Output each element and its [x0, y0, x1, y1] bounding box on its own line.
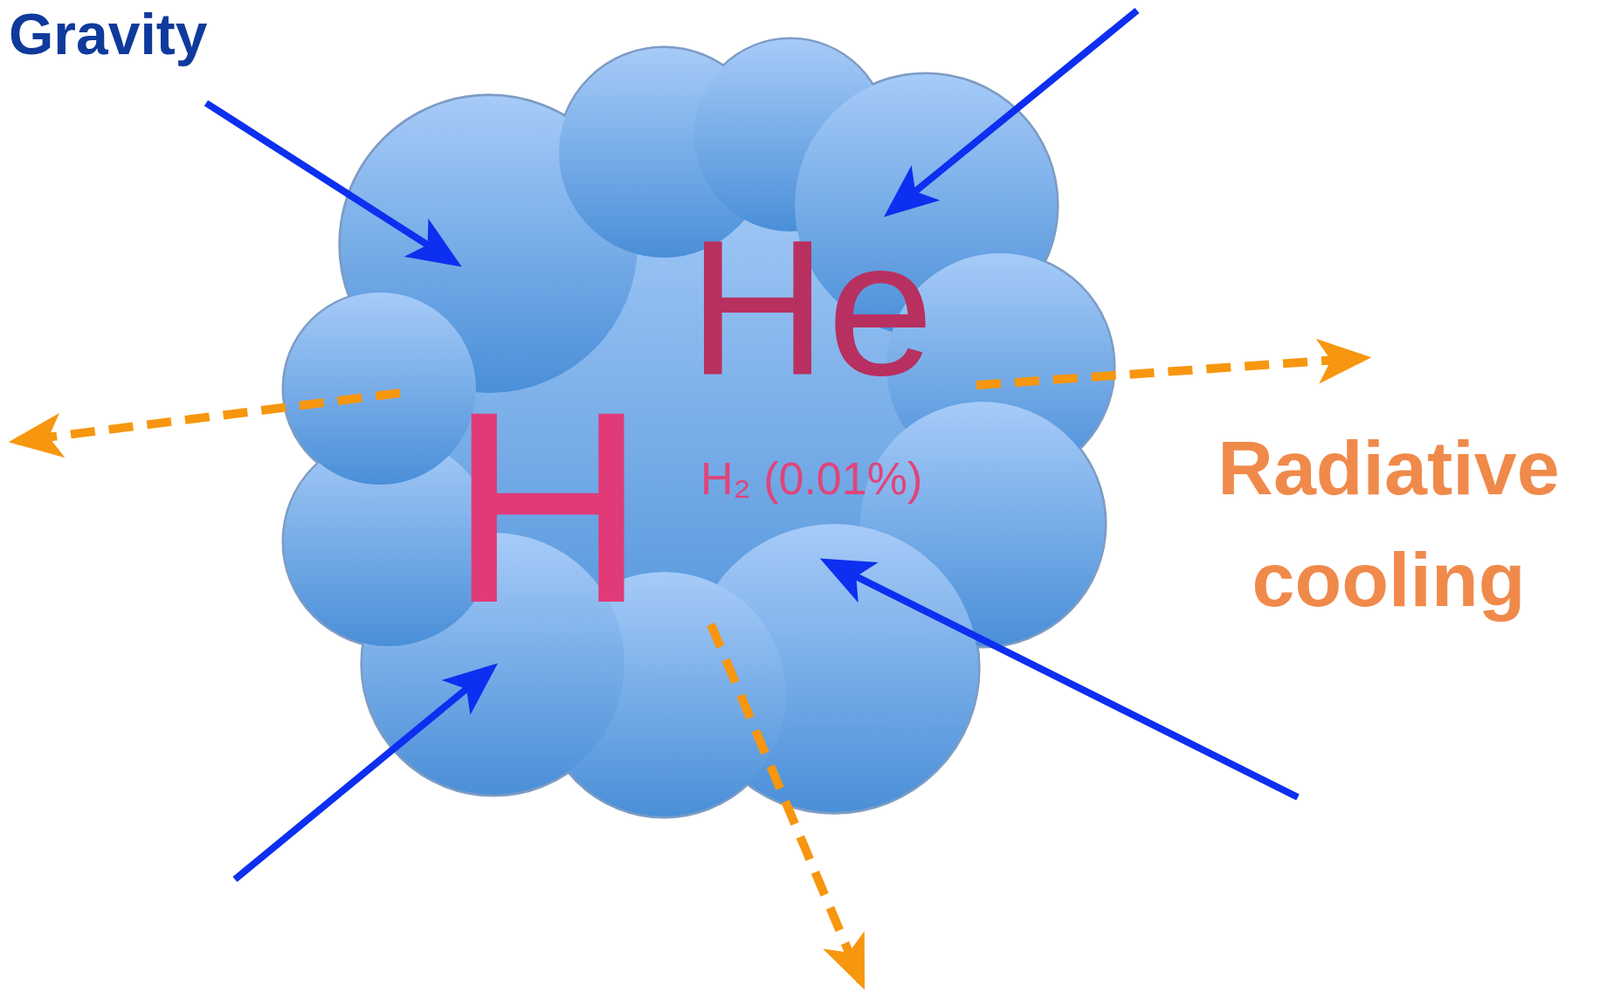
gas-cloud	[279, 34, 1118, 821]
molecule-fraction: H₂ (0.01%)	[700, 455, 923, 502]
cooling-arrow	[976, 358, 1363, 386]
cooling-arrow	[17, 393, 400, 442]
cooling-label: Radiative cooling	[1187, 412, 1590, 635]
gravity-label: Gravity	[8, 5, 207, 63]
gravity-arrow	[234, 668, 491, 880]
element-symbol: He	[688, 212, 934, 405]
gravity-arrow	[890, 10, 1138, 212]
gravity-arrow	[206, 103, 455, 263]
element-symbol: H	[448, 370, 647, 644]
gravity-arrow	[827, 562, 1298, 798]
cooling-arrow	[710, 624, 862, 982]
gas-cloud-node: HeH H₂ (0.01%)	[279, 34, 1118, 821]
